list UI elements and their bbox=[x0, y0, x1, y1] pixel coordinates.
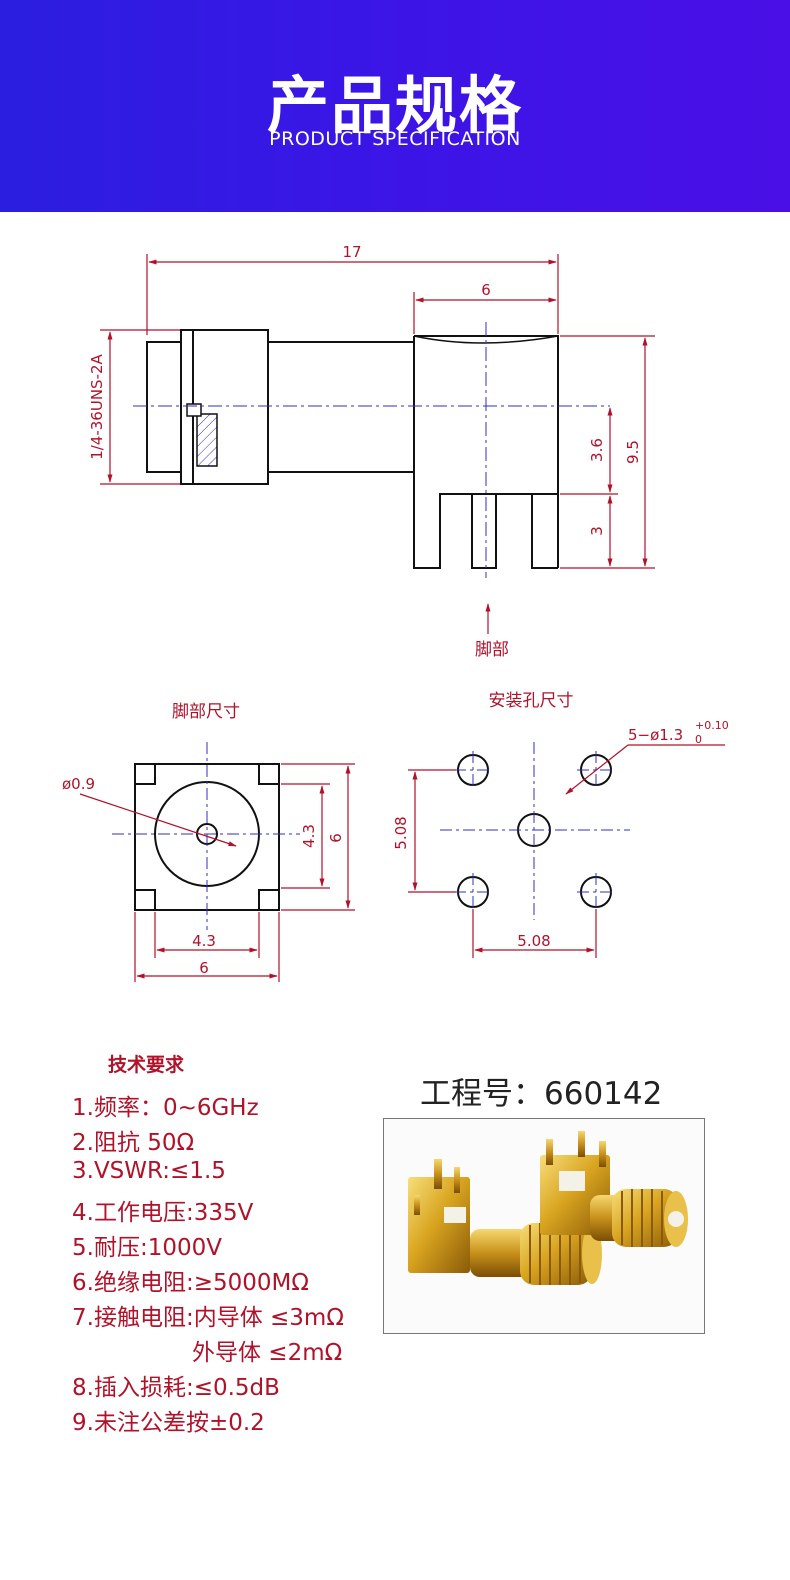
hole-title: 安装孔尺寸 bbox=[489, 691, 574, 711]
dim-hole-vertical: 5.08 bbox=[392, 816, 410, 849]
dim-total-length: 17 bbox=[342, 243, 361, 261]
sma-connector-photo-icon bbox=[408, 1131, 688, 1285]
spec-line: 1.频率：0~6GHz bbox=[72, 1095, 259, 1121]
side-view-drawing: 17 6 1/4-36UNS-2A 3.6 9.5 3 脚部 bbox=[88, 243, 655, 660]
spec-line: 4.工作电压:335V bbox=[72, 1200, 254, 1226]
spec-line: 2.阻抗 50Ω bbox=[72, 1130, 195, 1156]
dim-total-height: 9.5 bbox=[624, 440, 642, 464]
dim-hole-tol-lower: 0 bbox=[695, 733, 702, 746]
pin-label: 脚部 bbox=[475, 640, 509, 660]
corner-pin-tr bbox=[258, 763, 280, 785]
project-number: 工程号：660142 bbox=[420, 1076, 663, 1112]
spec-line: 5.耐压:1000V bbox=[72, 1235, 222, 1261]
dim-outer-vertical: 6 bbox=[327, 833, 345, 843]
spec-line: 3.VSWR:≤1.5 bbox=[72, 1158, 226, 1184]
dim-inner-vertical: 4.3 bbox=[300, 824, 318, 848]
dim-hole-horizontal: 5.08 bbox=[517, 932, 550, 950]
spec-line: 8.插入损耗:≤0.5dB bbox=[72, 1375, 280, 1401]
sma-barrel bbox=[267, 341, 415, 473]
spec-line: 7.接触电阻:内导体 ≤3mΩ bbox=[72, 1305, 344, 1331]
dim-inner-horizontal: 4.3 bbox=[192, 932, 216, 950]
corner-pin-bl bbox=[134, 889, 156, 911]
dim-hole-tol-upper: +0.10 bbox=[695, 719, 729, 732]
dim-pin-diameter: ø0.9 bbox=[62, 775, 95, 793]
spec-line: 9.未注公差按±0.2 bbox=[72, 1410, 265, 1436]
header-banner: 产品规格 PRODUCT SPECIFICATION bbox=[0, 0, 790, 212]
corner-pin-br bbox=[258, 889, 280, 911]
corner-pin-tl bbox=[134, 763, 156, 785]
tech-requirements-heading: 技术要求 bbox=[108, 1054, 185, 1076]
page-subtitle: PRODUCT SPECIFICATION bbox=[269, 128, 521, 150]
dim-hole-spec: 5−ø1.3 bbox=[628, 726, 683, 744]
dim-thread-spec: 1/4-36UNS-2A bbox=[88, 353, 106, 459]
dim-body-width: 6 bbox=[481, 281, 491, 299]
footprint-title: 脚部尺寸 bbox=[172, 702, 240, 722]
product-photo bbox=[383, 1118, 705, 1334]
spec-line: 外导体 ≤2mΩ bbox=[192, 1340, 343, 1366]
sma-thread-section bbox=[146, 341, 182, 473]
spec-line: 6.绝缘电阻:≥5000MΩ bbox=[72, 1270, 309, 1296]
footprint-drawings: 脚部尺寸 ø0.9 4.3 6 4.3 6 安装孔尺寸 5−ø1.3 +0.10 bbox=[62, 691, 729, 982]
dim-outer-horizontal: 6 bbox=[199, 959, 209, 977]
dim-center-height: 3.6 bbox=[588, 438, 606, 462]
dim-pin-length: 3 bbox=[588, 526, 606, 536]
center-pin bbox=[471, 493, 497, 569]
page-title: 产品规格 bbox=[266, 69, 523, 142]
